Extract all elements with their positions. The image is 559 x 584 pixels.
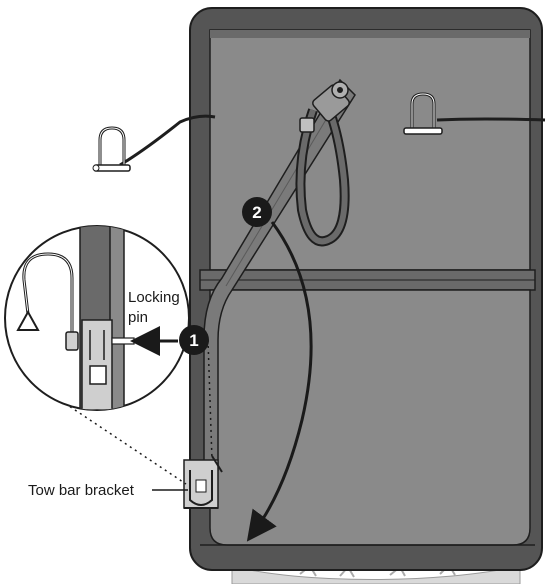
locking-pin-label-line1: Locking (128, 289, 180, 306)
trailer-frame (189, 7, 543, 571)
strap-buckle-icon (295, 81, 350, 247)
step-2-badge (242, 197, 272, 227)
zoom-guide-lines (59, 339, 213, 485)
left-d-ring-shackle-icon (92, 114, 216, 172)
tow-bar-bracket-callout: Tow bar bracket (28, 482, 188, 499)
right-d-ring-shackle-icon (403, 92, 546, 135)
lower-panel (209, 289, 531, 546)
step-1-number: 1 (189, 331, 198, 350)
tow-bar-bracket-icon (183, 455, 223, 509)
tow-bar-bracket-label: Tow bar bracket (28, 482, 135, 499)
step-1-callout: 1 (130, 325, 209, 356)
curved-arrow-icon (246, 221, 313, 542)
step-2-number: 2 (252, 203, 261, 222)
step-2-callout: 2 (242, 197, 313, 542)
step-1-badge (179, 325, 209, 355)
locking-pin-label-line2: pin (128, 309, 148, 326)
zoom-detail-circle (4, 225, 190, 411)
